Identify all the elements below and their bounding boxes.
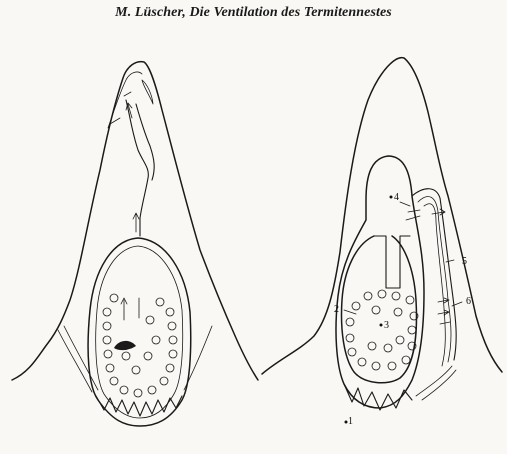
left-nest-cells bbox=[103, 294, 177, 397]
right-central-chimney bbox=[374, 236, 410, 288]
label-5: 5 bbox=[462, 256, 467, 267]
right-peripheral-ducts bbox=[412, 189, 456, 360]
label-1: 1 bbox=[348, 416, 353, 427]
left-nest-body bbox=[88, 238, 191, 426]
left-mound-outline bbox=[12, 62, 258, 380]
right-nest-cells bbox=[346, 290, 418, 370]
label-6: 6 bbox=[466, 296, 471, 307]
label-2: 2 bbox=[334, 304, 339, 315]
left-nest-section bbox=[12, 62, 258, 426]
label-3: 3 bbox=[384, 320, 389, 331]
right-nest-section bbox=[262, 58, 502, 410]
label-4: 4 bbox=[394, 192, 399, 203]
right-nest-chamber bbox=[336, 156, 424, 408]
left-airflow-arrows bbox=[121, 103, 139, 320]
left-royal-cell bbox=[114, 341, 136, 350]
left-chimney-wall bbox=[108, 72, 142, 128]
right-airflow-arrows bbox=[432, 209, 450, 324]
right-mound-outline bbox=[262, 58, 502, 374]
